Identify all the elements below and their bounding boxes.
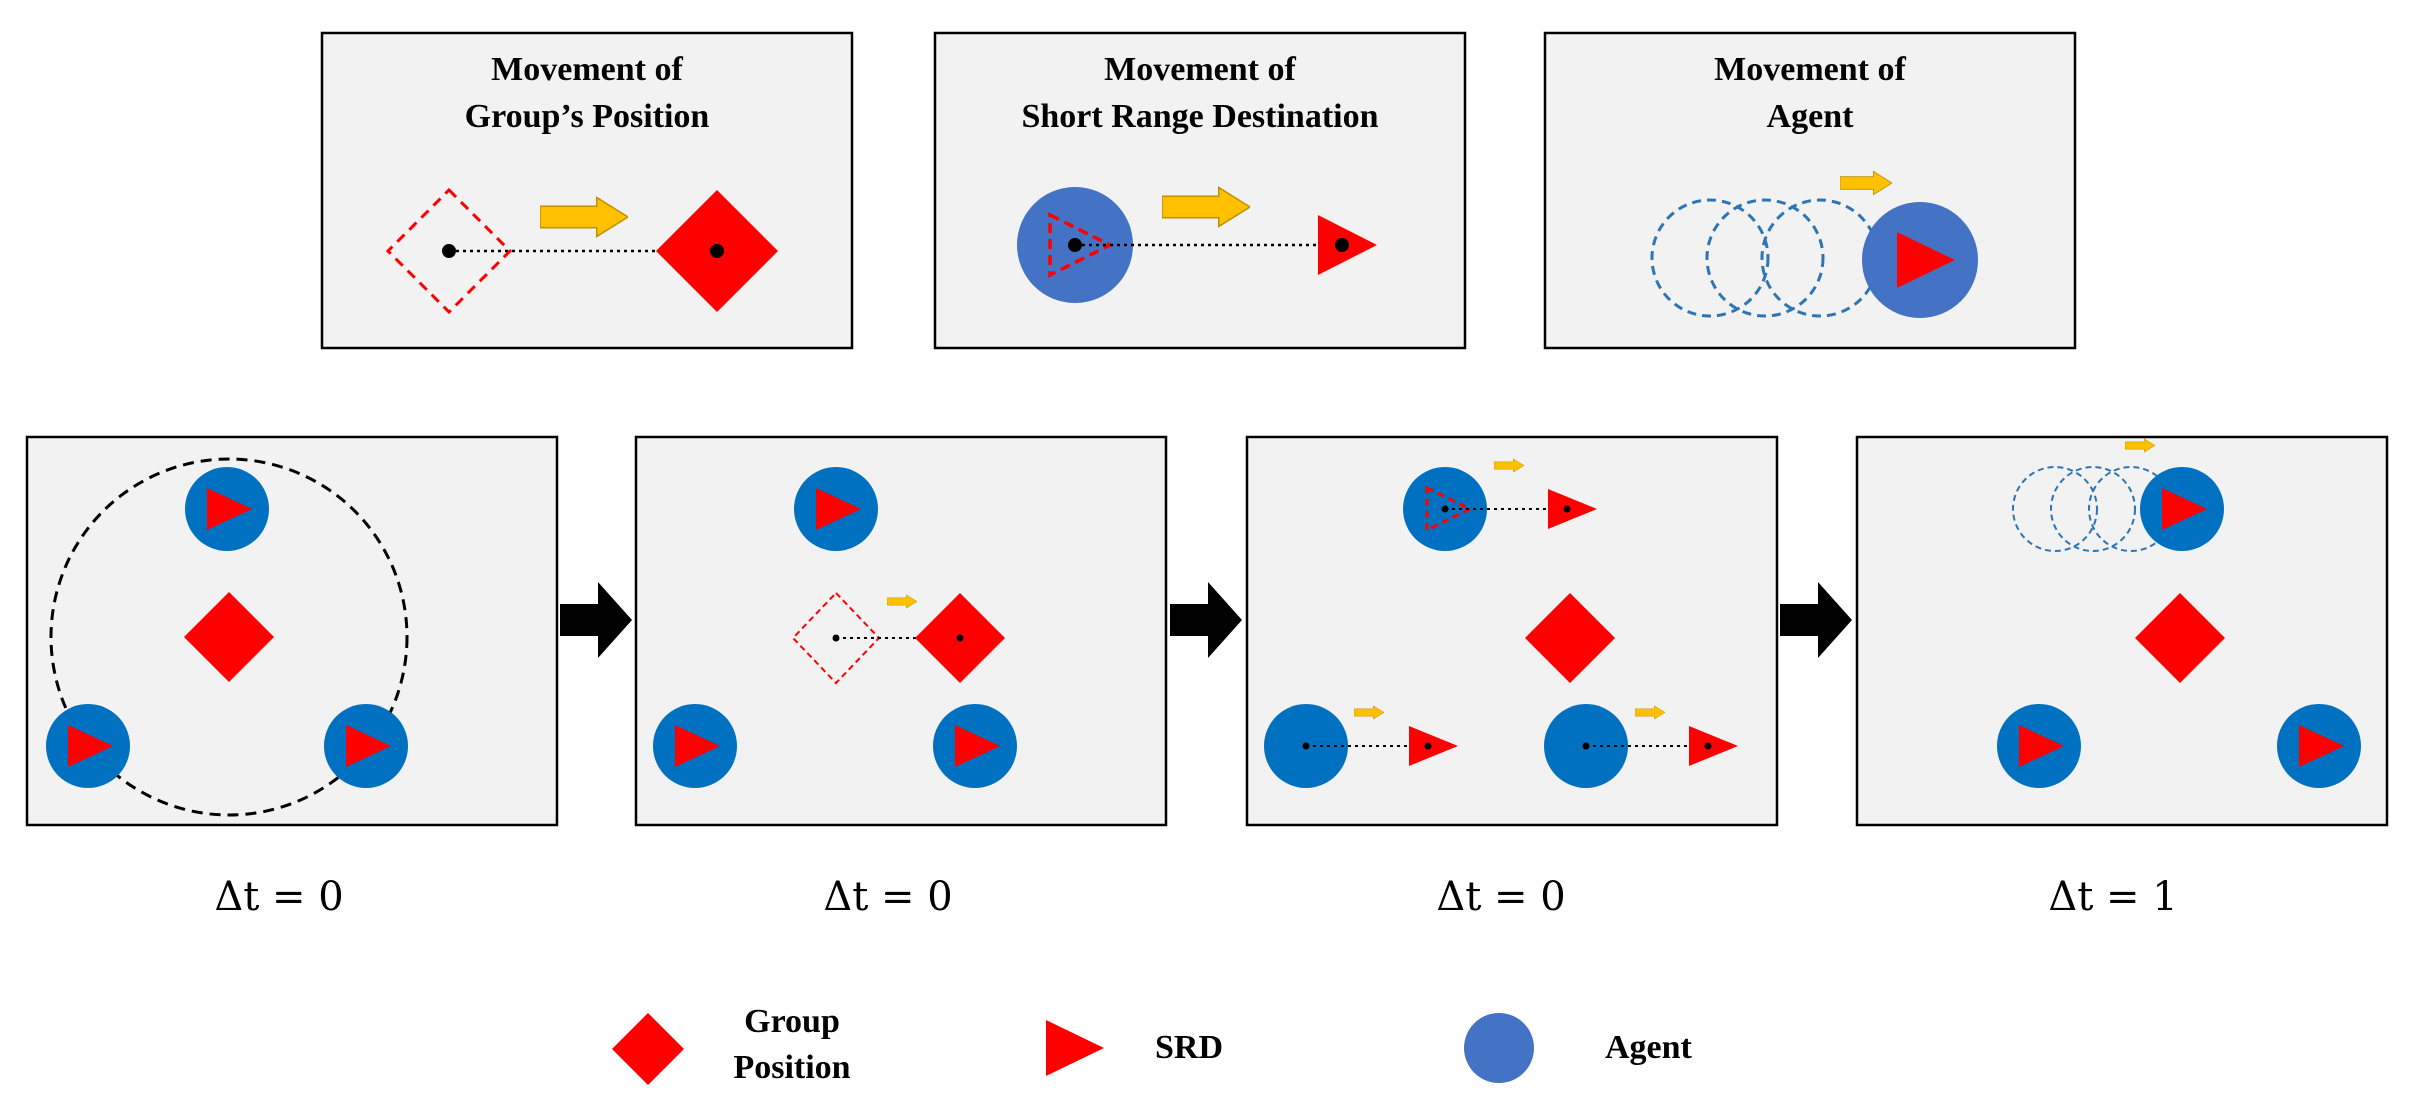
srd-start-dot	[1582, 742, 1590, 750]
step-panel-1-frame	[25, 435, 559, 827]
srd-icon	[2162, 488, 2207, 530]
top-panel-3-title-line2: Agent	[1767, 98, 1855, 135]
srd-icon	[675, 725, 720, 767]
srd-start-dot	[1441, 505, 1449, 513]
top-panel-1-title-line1: Movement of	[491, 51, 683, 88]
group-start-dot	[442, 244, 456, 258]
group-position-icon	[1525, 593, 1615, 683]
legend-agent-icon	[1464, 1013, 1534, 1083]
legend-srd-label: SRD	[1155, 1029, 1223, 1066]
legend-srd-icon	[1046, 1020, 1104, 1076]
time-label-1: Δt = 0	[214, 874, 343, 920]
group-start-dot	[832, 634, 840, 642]
top-panel-2-title-line1: Movement of	[1104, 51, 1296, 88]
top-panel-3-title-line1: Movement of	[1714, 51, 1906, 88]
step-panel-3-frame	[1245, 435, 1779, 827]
srd-icon	[68, 725, 113, 767]
legend: Group Position SRD Agent	[612, 1003, 1693, 1086]
agent-trail-icon	[1705, 198, 1825, 318]
srd-start-dot	[1302, 742, 1310, 750]
next-step-arrow-icon	[560, 582, 632, 658]
time-label-3: Δt = 0	[1436, 874, 1565, 920]
group-formation-circle	[49, 457, 409, 817]
group-position-previous-icon	[385, 187, 513, 315]
legend-agent-label: Agent	[1605, 1029, 1693, 1066]
srd-previous-icon	[1048, 212, 1114, 278]
top-panel-agent: Movement of Agent	[1543, 31, 2077, 350]
time-label-4: Δt = 1	[2048, 874, 2177, 920]
top-panel-1-title-line2: Group’s Position	[465, 98, 710, 135]
srd-icon	[1689, 726, 1738, 766]
group-end-dot	[956, 634, 964, 642]
srd-icon	[2299, 725, 2344, 767]
next-step-arrow-icon	[1170, 582, 1242, 658]
group-position-icon	[184, 592, 274, 682]
top-panel-group-position: Movement of Group’s Position	[320, 31, 854, 350]
group-position-icon	[2135, 593, 2225, 683]
group-end-dot	[710, 244, 724, 258]
srd-icon	[346, 725, 391, 767]
top-panel-2-title-line2: Short Range Destination	[1021, 98, 1378, 135]
top-panel-srd: Movement of Short Range Destination	[933, 31, 1467, 350]
srd-end-dot	[1424, 742, 1432, 750]
next-step-arrow-icon	[1780, 582, 1852, 658]
top-panel-1-frame	[320, 31, 854, 350]
step-panel-4	[1855, 435, 2389, 827]
srd-end-dot	[1704, 742, 1712, 750]
srd-end-dot	[1563, 505, 1571, 513]
srd-icon	[1409, 726, 1458, 766]
top-panel-2-frame	[933, 31, 1467, 350]
srd-icon	[1548, 489, 1597, 529]
srd-icon	[207, 488, 252, 530]
srd-end-dot	[1335, 238, 1349, 252]
srd-icon	[1897, 232, 1955, 288]
step-panel-1	[25, 435, 559, 827]
agent-trail-icon	[2012, 466, 2098, 552]
legend-group-position-icon	[612, 1013, 684, 1085]
agent-trail-icon	[2050, 466, 2136, 552]
legend-group-label-line2: Position	[733, 1049, 850, 1086]
group-position-previous-icon	[791, 591, 881, 685]
srd-icon	[816, 488, 861, 530]
step-panel-3	[1245, 435, 1779, 827]
srd-icon	[2019, 725, 2064, 767]
top-panel-3-frame	[1543, 31, 2077, 350]
legend-group-label-line1: Group	[744, 1003, 840, 1040]
agent-trail-icon	[1650, 198, 1770, 318]
time-label-2: Δt = 0	[823, 874, 952, 920]
step-panel-2	[634, 435, 1168, 827]
srd-icon	[955, 725, 1000, 767]
srd-start-dot	[1068, 238, 1082, 252]
